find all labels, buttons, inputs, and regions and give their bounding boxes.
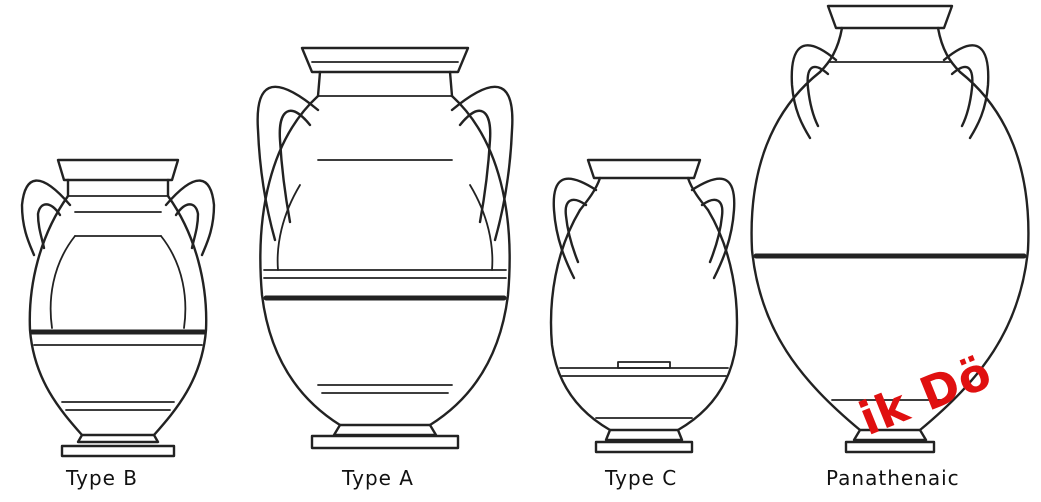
amphora-type-c (551, 160, 737, 452)
label-type-b: Type B (66, 466, 138, 490)
label-type-c: Type C (605, 466, 677, 490)
amphora-type-b (22, 160, 214, 456)
label-panathenaic: Panathenaic (826, 466, 960, 490)
label-type-a: Type A (342, 466, 414, 490)
amphora-type-a (258, 48, 513, 448)
